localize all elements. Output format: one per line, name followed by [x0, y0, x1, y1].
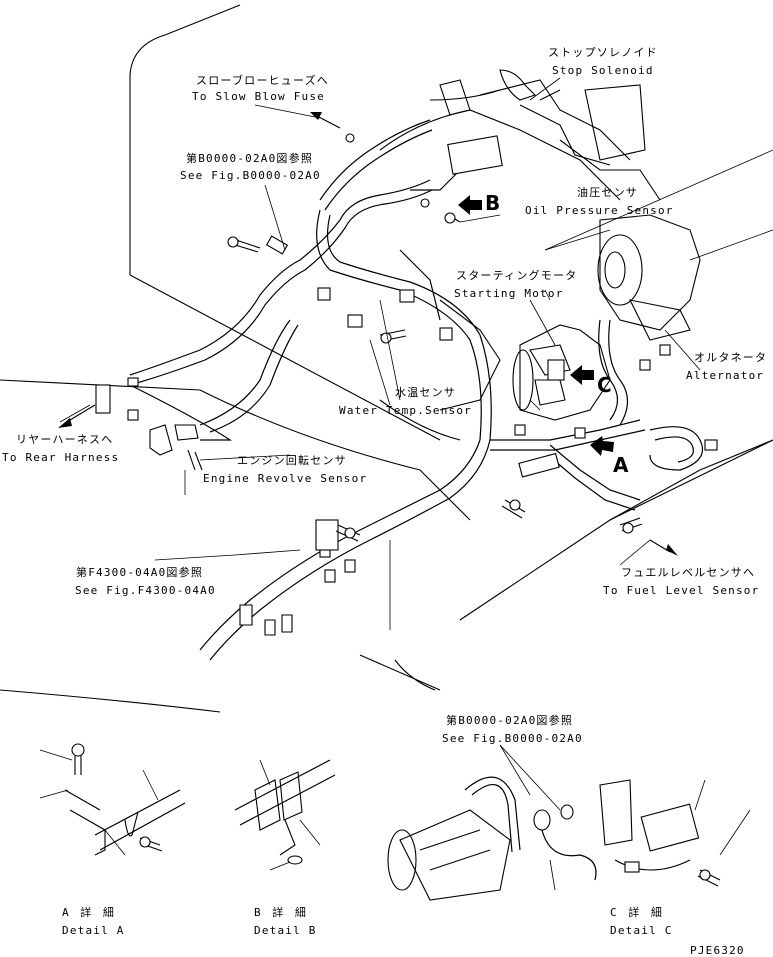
starting-motor-label-en: Starting Motor	[454, 287, 564, 300]
water-temp-label-en: Water Temp.Sensor	[339, 404, 472, 417]
engine-revolve-label-jp: エンジン回転センサ	[237, 454, 347, 467]
see-b0000-top-en: See Fig.B0000-02A0	[180, 169, 321, 182]
detail-b-drawing	[234, 759, 336, 871]
stop-solenoid-label-jp: ストップソレノイド	[548, 46, 658, 59]
stop-solenoid	[429, 69, 646, 166]
see-b0000-bottom-jp: 第B0000-02A0図参照	[446, 713, 573, 727]
fuel-level-label-en: To Fuel Level Sensor	[603, 584, 759, 597]
rear-harness-label-jp: リヤーハーネスへ	[16, 433, 113, 446]
oil-pressure-label-en: Oil Pressure Sensor	[525, 204, 674, 217]
detail-a-drawing	[39, 743, 186, 856]
starting-motor-label-jp: スターティングモータ	[456, 268, 577, 282]
frame-outline	[0, 4, 773, 713]
harness-clamps	[95, 133, 718, 636]
arrow-a-letter: A	[613, 453, 629, 477]
engine-revolve-label-en: Engine Revolve Sensor	[203, 472, 367, 485]
detail-c-label-en: Detail C	[610, 924, 673, 937]
alternator-label-jp: オルタネータ	[694, 351, 767, 364]
callout-arrow-a	[590, 436, 614, 456]
water-temp-label-jp: 水温センサ	[395, 386, 456, 399]
detail-a-label-jp: A 詳 細	[62, 905, 116, 919]
detail-a-label-en: Detail A	[62, 924, 125, 937]
callout-arrow-c	[570, 365, 594, 385]
see-b0000-bottom-en: See Fig.B0000-02A0	[442, 732, 583, 745]
detail-c-drawing	[387, 776, 751, 901]
slow-blow-label-en: To Slow Blow Fuse	[192, 90, 325, 103]
detail-b-label-en: Detail B	[254, 924, 317, 937]
see-b0000-top-jp: 第B0000-02A0図参照	[186, 151, 313, 165]
direction-arrows	[58, 89, 678, 556]
engine-block	[379, 109, 701, 441]
detail-b-label-jp: B 詳 細	[254, 905, 308, 919]
oil-pressure-label-jp: 油圧センサ	[577, 185, 638, 199]
slow-blow-label-jp: スローブローヒューズへ	[196, 73, 329, 87]
rear-harness-label-en: To Rear Harness	[2, 451, 119, 464]
callout-arrow-b	[458, 195, 482, 215]
see-f4300-en: See Fig.F4300-04A0	[75, 584, 216, 597]
starting-motor	[512, 324, 611, 421]
arrow-b-letter: B	[485, 191, 500, 215]
see-f4300-jp: 第F4300-04A0図参照	[76, 565, 203, 579]
detail-c-label-jp: C 詳 細	[610, 905, 664, 919]
arrow-c-letter: C	[597, 373, 612, 397]
stop-solenoid-label-en: Stop Solenoid	[552, 64, 654, 77]
fuel-level-label-jp: フュエルレベルセンサへ	[621, 566, 755, 579]
alternator-label-en: Alternator	[686, 369, 764, 382]
leader-lines	[59, 77, 701, 811]
drawing-number: PJE6320	[690, 944, 745, 957]
